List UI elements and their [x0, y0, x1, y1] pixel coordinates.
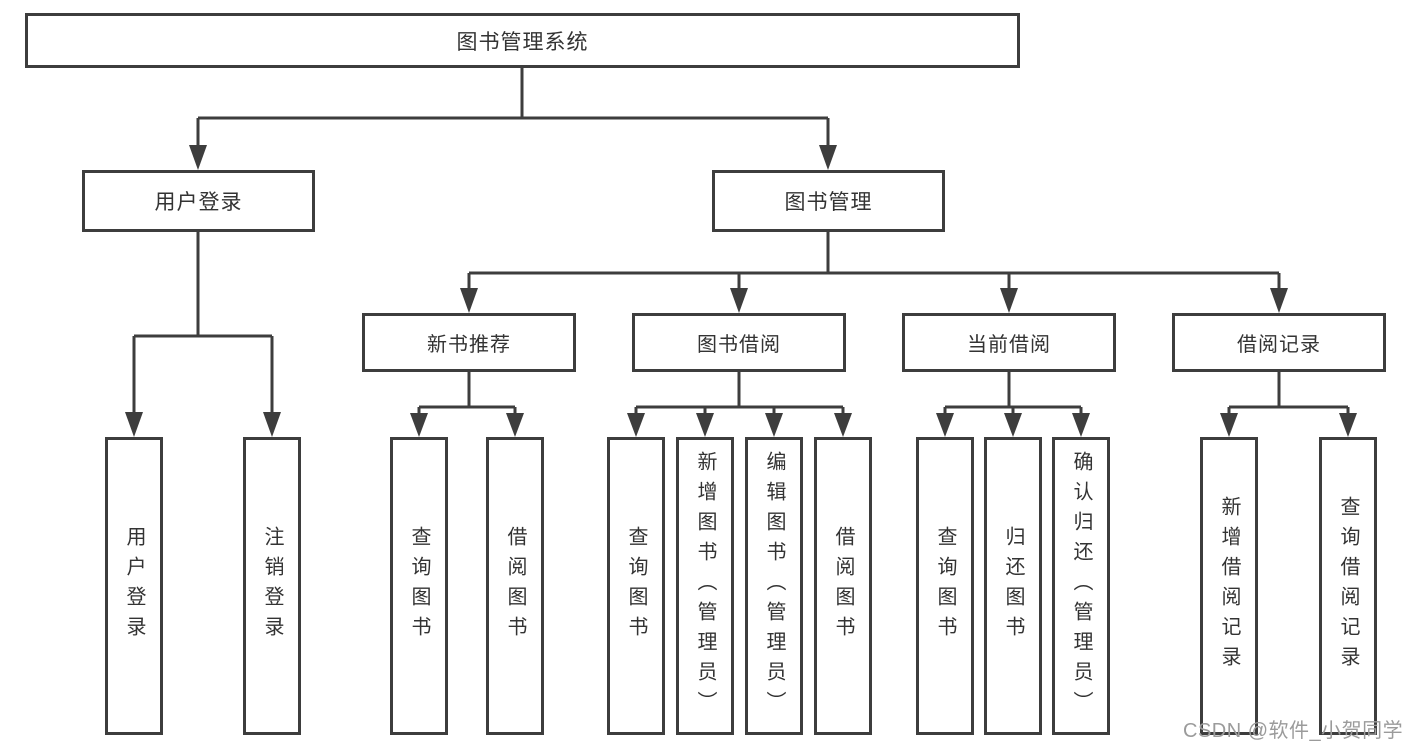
node-borrow-records: 借阅记录 — [1172, 313, 1386, 372]
leaf-confirm-return-admin-label: 确认归还（管理员） — [1070, 451, 1092, 721]
leaf-add-borrow-record-label: 新增借阅记录 — [1218, 496, 1240, 676]
leaf-edit-books-admin-label: 编辑图书（管理员） — [763, 451, 785, 721]
node-root-label: 图书管理系统 — [456, 30, 589, 54]
node-book-borrow-label: 图书借阅 — [697, 334, 781, 356]
leaf-query-borrow-record-label: 查询借阅记录 — [1337, 496, 1359, 676]
node-user-login-label: 用户登录 — [154, 191, 243, 214]
leaf-add-books-admin-label: 新增图书（管理员） — [694, 451, 716, 721]
node-book-borrow: 图书借阅 — [632, 313, 846, 372]
node-user-login: 用户登录 — [82, 170, 315, 232]
leaf-return-books-label: 归还图书 — [1002, 526, 1024, 646]
leaf-return-books: 归还图书 — [984, 437, 1042, 735]
leaf-borrow-books: 借阅图书 — [814, 437, 872, 735]
leaf-current-query-books: 查询图书 — [916, 437, 974, 735]
leaf-query-borrow-record: 查询借阅记录 — [1319, 437, 1377, 735]
node-root-system: 图书管理系统 — [25, 13, 1020, 68]
node-current-borrow: 当前借阅 — [902, 313, 1116, 372]
leaf-user-login: 用户登录 — [105, 437, 163, 735]
node-book-management-label: 图书管理 — [784, 191, 873, 214]
leaf-logout: 注销登录 — [243, 437, 301, 735]
leaf-add-borrow-record: 新增借阅记录 — [1200, 437, 1258, 735]
leaf-current-query-books-label: 查询图书 — [934, 526, 956, 646]
node-new-book-recommend: 新书推荐 — [362, 313, 576, 372]
leaf-recommend-query-books-label: 查询图书 — [408, 526, 430, 646]
leaf-recommend-query-books: 查询图书 — [390, 437, 448, 735]
node-borrow-records-label: 借阅记录 — [1237, 334, 1321, 356]
leaf-borrow-books-label: 借阅图书 — [832, 526, 854, 646]
node-book-management: 图书管理 — [712, 170, 945, 232]
leaf-edit-books-admin: 编辑图书（管理员） — [745, 437, 803, 735]
leaf-recommend-borrow-books: 借阅图书 — [486, 437, 544, 735]
leaf-recommend-borrow-books-label: 借阅图书 — [504, 526, 526, 646]
leaf-add-books-admin: 新增图书（管理员） — [676, 437, 734, 735]
csdn-watermark: CSDN @软件_小贺同学 — [1183, 720, 1404, 742]
node-current-borrow-label: 当前借阅 — [967, 334, 1051, 356]
leaf-borrow-query-books-label: 查询图书 — [625, 526, 647, 646]
leaf-confirm-return-admin: 确认归还（管理员） — [1052, 437, 1110, 735]
leaf-user-login-label: 用户登录 — [123, 526, 145, 646]
leaf-borrow-query-books: 查询图书 — [607, 437, 665, 735]
leaf-logout-label: 注销登录 — [261, 526, 283, 646]
node-new-book-recommend-label: 新书推荐 — [427, 334, 511, 356]
